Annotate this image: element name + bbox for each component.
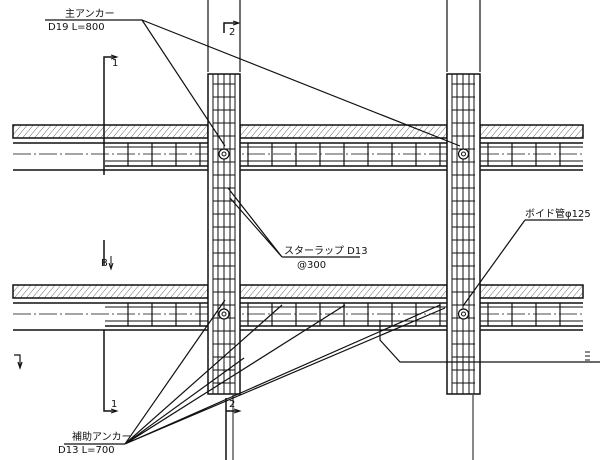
void-pipe-leader — [462, 219, 583, 307]
columns — [207, 0, 481, 460]
void-pipe — [457, 148, 470, 160]
section-mark-2-bottom: 2 — [225, 398, 242, 460]
slab-hatch — [239, 124, 448, 139]
partial-section-mark — [14, 354, 23, 370]
slab-hatch — [12, 284, 209, 299]
main-anchor-leader — [45, 19, 461, 147]
main-anchor-bar — [461, 311, 466, 317]
void-pipe — [218, 148, 230, 160]
aux-anchor-leader — [64, 299, 446, 445]
leaders — [45, 19, 600, 445]
void-pipe — [218, 308, 230, 320]
void-pipe-label: ボイド管φ125 — [525, 207, 591, 220]
section-label: 1 — [111, 399, 117, 410]
main-anchor-spec: D19 L=800 — [48, 22, 105, 33]
main-anchor-bar — [221, 311, 227, 317]
annotation-labels: 主アンカー D19 L=800 スターラップ D13 @300 ボイド管φ125… — [48, 8, 591, 456]
stirrup-leader — [227, 187, 360, 258]
section-label: 1 — [112, 58, 118, 69]
stirrup-title: スターラップ D13 — [284, 245, 368, 257]
main-anchor-title: 主アンカー — [65, 8, 115, 20]
aux-anchor-title: 補助アンカー — [72, 430, 132, 443]
reference-line — [379, 320, 600, 363]
slab-hatch — [12, 124, 209, 139]
section-label: 2 — [229, 27, 235, 38]
aux-anchor-spec: D13 L=700 — [58, 445, 115, 456]
beams — [12, 124, 584, 331]
slab-hatch — [479, 284, 584, 299]
slab-hatch — [479, 124, 584, 139]
main-anchor-bar — [221, 151, 227, 157]
void-pipe — [457, 308, 470, 320]
slab-hatch — [239, 284, 448, 299]
section-mark-2-top: 2 — [223, 20, 241, 38]
main-anchor-bar — [461, 151, 466, 157]
section-mark-1-top: 1 — [103, 54, 119, 175]
stirrup-spacing: @300 — [297, 260, 326, 271]
partial-label — [585, 351, 590, 361]
section-marks: 1 B 1 2 2 — [14, 20, 590, 460]
section-label: B — [101, 258, 108, 269]
section-label: 2 — [229, 399, 235, 410]
section-mark-b: B — [101, 240, 114, 271]
section-mark-1-bottom: 1 — [103, 330, 119, 414]
